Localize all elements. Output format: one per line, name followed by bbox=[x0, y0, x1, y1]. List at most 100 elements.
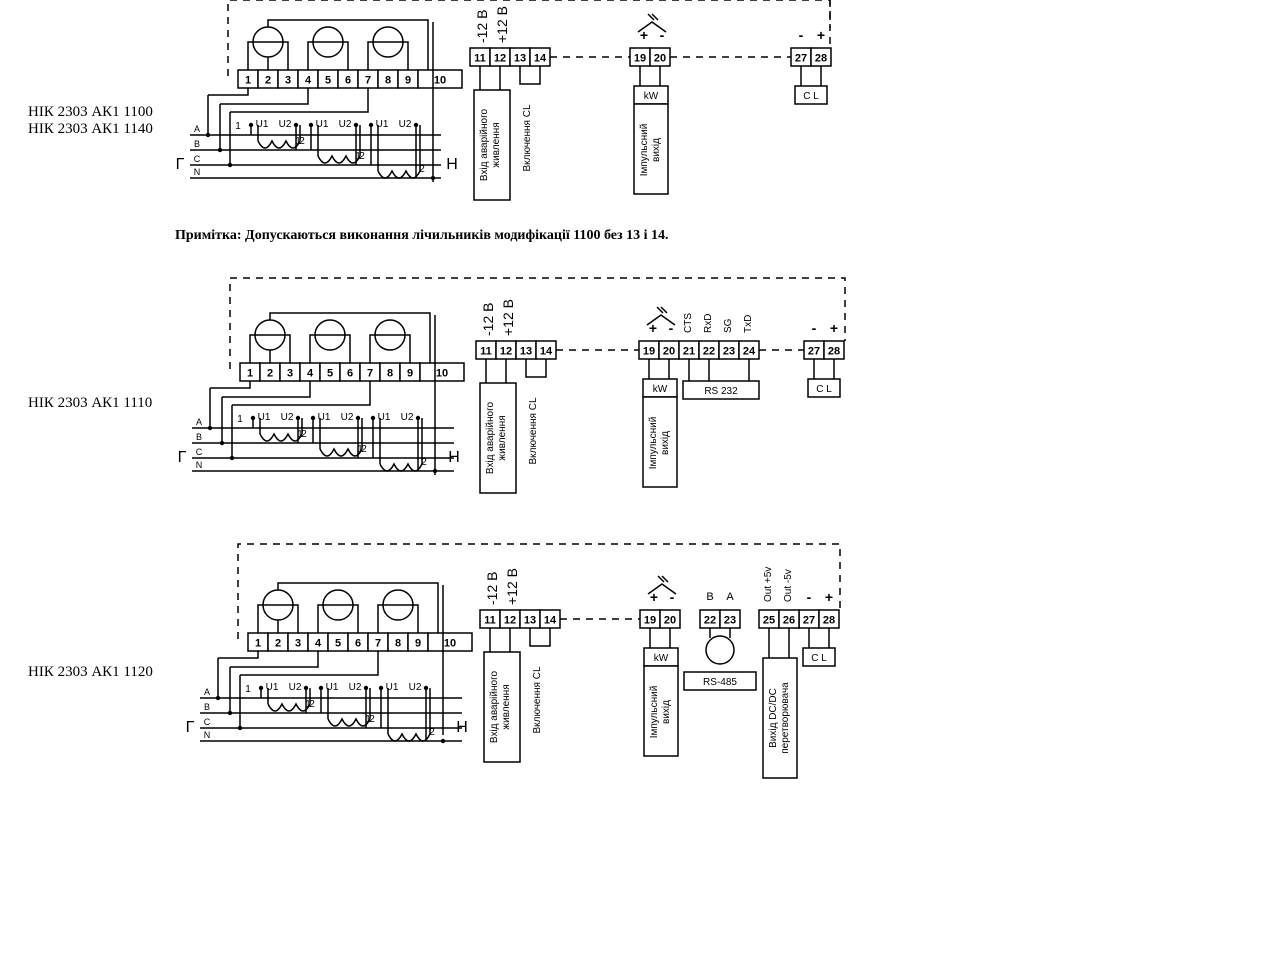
tap bbox=[222, 381, 311, 398]
cl-box-label: C L bbox=[811, 653, 827, 664]
rs232-box bbox=[682, 380, 760, 400]
coil-lead bbox=[367, 41, 373, 70]
tap bbox=[240, 651, 379, 676]
rs485-terminal-number: 22 bbox=[704, 615, 716, 627]
coil-label: U1 bbox=[326, 682, 339, 693]
main-terminal-number: 3 bbox=[285, 75, 291, 87]
supply-terminal-number: 12 bbox=[500, 346, 512, 358]
load-side-label: Н bbox=[448, 449, 460, 466]
supply-terminal-number: 14 bbox=[534, 53, 547, 65]
coil-end: 2 bbox=[419, 164, 425, 175]
led-icon bbox=[637, 21, 667, 33]
main-terminal-cell bbox=[419, 362, 465, 382]
junction-dot bbox=[215, 695, 221, 701]
coil-winding bbox=[379, 462, 423, 472]
junction-dot bbox=[432, 468, 438, 474]
supply-box-text: живлення bbox=[501, 684, 512, 729]
pulse-minus: - bbox=[669, 320, 674, 336]
phase-label: A bbox=[194, 124, 200, 134]
pulse-plus: + bbox=[649, 320, 657, 336]
main-terminal-number: 6 bbox=[345, 75, 351, 87]
cl-terminal-number: 27 bbox=[795, 53, 807, 65]
cl-minus: - bbox=[812, 320, 817, 336]
tap bbox=[232, 381, 371, 406]
coil-lead bbox=[249, 334, 255, 363]
coil-end: 2 bbox=[359, 151, 365, 162]
phase-label: B bbox=[196, 432, 202, 442]
coil-winding bbox=[267, 702, 311, 712]
coil-end: 1 bbox=[305, 699, 311, 710]
pulse-terminal-number: 19 bbox=[643, 346, 655, 358]
cl-plus: + bbox=[830, 320, 838, 336]
supply-terminal-number: 13 bbox=[520, 346, 532, 358]
coil-winding bbox=[319, 447, 363, 457]
rs232-terminal-number: 22 bbox=[703, 346, 715, 358]
tap bbox=[220, 88, 309, 105]
coil-label: U2 bbox=[399, 119, 412, 130]
dcdc-box-text: перетворювача bbox=[780, 682, 791, 754]
coil-winding bbox=[257, 139, 301, 149]
main-terminal-number: 3 bbox=[287, 368, 293, 380]
phase-label: C bbox=[204, 717, 211, 727]
coil-end: 1 bbox=[357, 444, 363, 455]
supply-volt-minus: -12 В bbox=[484, 572, 500, 605]
dcdc-terminal-number: 26 bbox=[783, 615, 795, 627]
model-label-1140: НІК 2303 АК1 1140 bbox=[28, 121, 153, 137]
coil-label: U2 bbox=[341, 412, 354, 423]
main-terminal-number: 2 bbox=[265, 75, 271, 87]
supply-input-box bbox=[483, 651, 521, 763]
cl-terminal-number: 28 bbox=[815, 53, 827, 65]
main-terminal-number: 4 bbox=[305, 75, 312, 87]
tap bbox=[210, 381, 251, 389]
supply-terminal-number: 14 bbox=[544, 615, 557, 627]
cl-terminal-number: 27 bbox=[808, 346, 820, 358]
coil-label: U1 bbox=[386, 682, 399, 693]
coil-label: U1 bbox=[256, 119, 269, 130]
junction-dot bbox=[227, 162, 233, 168]
coil-label: U1 bbox=[376, 119, 389, 130]
main-terminal-number: 9 bbox=[405, 75, 411, 87]
led-ray-icon bbox=[661, 575, 669, 583]
main-terminal-number: 10 bbox=[444, 638, 456, 650]
pulse-box-text: вихід bbox=[651, 138, 662, 162]
pulse-box-text: вихід bbox=[661, 700, 672, 724]
kw-label: kW bbox=[654, 653, 669, 664]
pulse-plus: + bbox=[640, 27, 648, 43]
junction-dot bbox=[229, 455, 235, 461]
dcdc-output-box bbox=[762, 657, 798, 779]
phase-label: N bbox=[196, 460, 203, 470]
main-terminal-number: 9 bbox=[415, 638, 421, 650]
pulse-terminal-number: 20 bbox=[664, 615, 676, 627]
coil-end: 1 bbox=[295, 136, 301, 147]
phase-label: N bbox=[204, 730, 211, 740]
phase-label: A bbox=[204, 687, 210, 697]
cl-enable-label: Включення CL bbox=[532, 666, 543, 734]
dcdc-box-text: Вихід DC/DC bbox=[768, 688, 779, 748]
junction-dot bbox=[205, 132, 211, 138]
rs232-signal: CTS bbox=[683, 313, 694, 333]
main-terminal-number: 8 bbox=[395, 638, 401, 650]
coil-label: U2 bbox=[339, 119, 352, 130]
cl-box-label: C L bbox=[816, 384, 832, 395]
supply-terminal-number: 11 bbox=[480, 346, 492, 358]
coil-end: 2 bbox=[301, 429, 307, 440]
cl-terminal-number: 28 bbox=[823, 615, 835, 627]
load-side-label: Н bbox=[456, 719, 468, 736]
junction-dot bbox=[227, 710, 233, 716]
rs485-signal: B bbox=[706, 591, 713, 603]
pulse-minus: - bbox=[660, 27, 665, 43]
main-terminal-number: 1 bbox=[245, 75, 251, 87]
coil-end: 2 bbox=[421, 457, 427, 468]
supply-terminal-number: 14 bbox=[540, 346, 553, 358]
coil-end: 1 bbox=[355, 151, 361, 162]
led-ray-icon bbox=[647, 13, 655, 21]
cl-minus: - bbox=[807, 589, 812, 605]
coil-lead bbox=[307, 41, 313, 70]
coil-lead bbox=[257, 604, 263, 633]
coil-end: 1 bbox=[365, 714, 371, 725]
led-ray-icon bbox=[657, 575, 665, 583]
dashed-frame bbox=[227, 0, 831, 76]
supply-terminal-number: 11 bbox=[474, 53, 486, 65]
cl-box bbox=[802, 647, 836, 667]
main-terminal-number: 7 bbox=[365, 75, 371, 87]
